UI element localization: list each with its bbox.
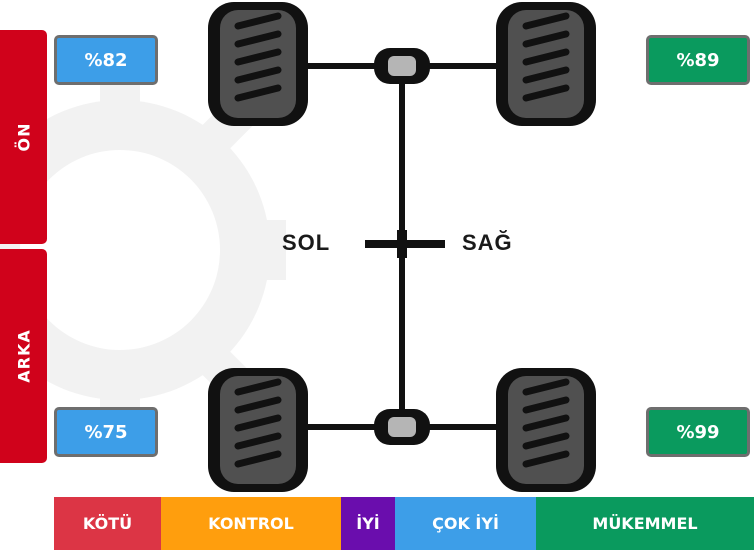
legend-item-iyi: İYİ	[341, 497, 395, 550]
rear-side-tab: ARKA	[0, 249, 47, 463]
wheel-front-right	[496, 2, 596, 126]
wheel-rear-right	[496, 368, 596, 492]
front-joint	[374, 48, 430, 84]
legend-item-kotu: KÖTÜ	[54, 497, 161, 550]
rear-label: ARKA	[14, 329, 33, 383]
rear-joint	[374, 409, 430, 445]
condition-legend: KÖTÜ KONTROL İYİ ÇOK İYİ MÜKEMMEL	[54, 497, 754, 550]
left-direction-label: SOL	[282, 230, 331, 255]
legend-item-cok-iyi: ÇOK İYİ	[395, 497, 536, 550]
rear-right-percentage: %99	[646, 407, 750, 457]
front-side-tab: ÖN	[0, 30, 47, 244]
right-direction-label: SAĞ	[462, 230, 513, 255]
legend-item-mukemmel: MÜKEMMEL	[536, 497, 754, 550]
rear-left-percentage: %75	[54, 407, 158, 457]
front-left-percentage: %82	[54, 35, 158, 85]
wheel-rear-left	[208, 368, 308, 492]
wheel-front-left	[208, 2, 308, 126]
legend-item-kontrol: KONTROL	[161, 497, 341, 550]
front-right-percentage: %89	[646, 35, 750, 85]
front-label: ÖN	[14, 122, 33, 152]
